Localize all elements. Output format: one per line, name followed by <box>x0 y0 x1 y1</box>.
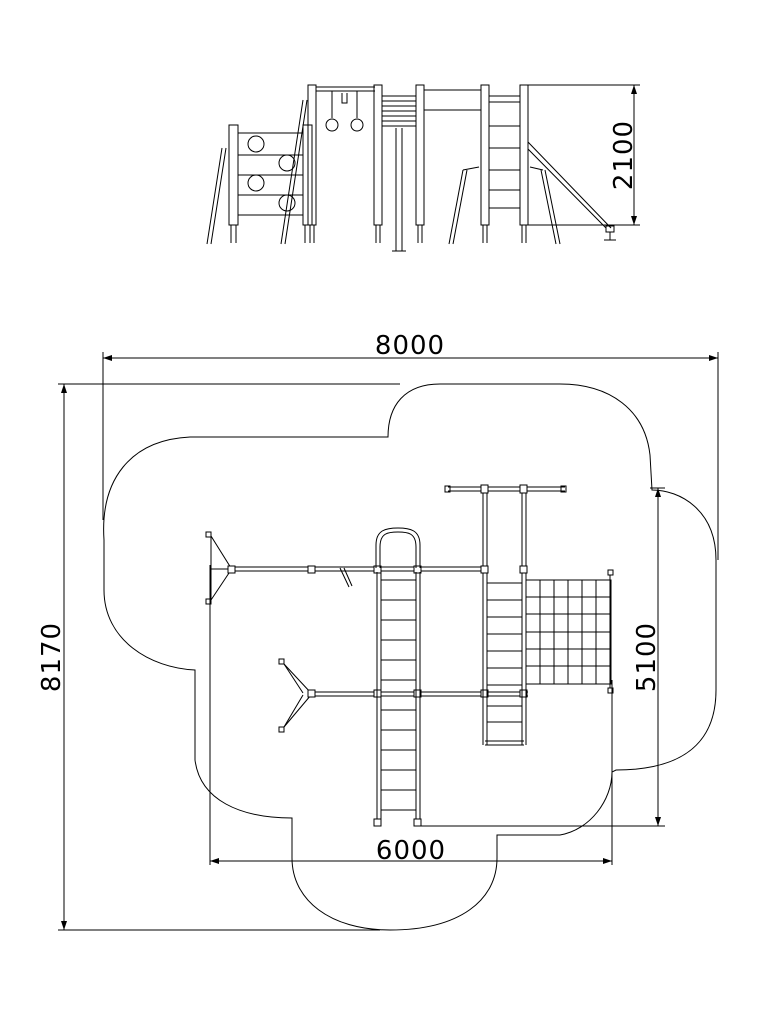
rings-frame <box>307 84 375 243</box>
elevation-height-label: 2100 <box>609 120 639 190</box>
safety-zone-outline <box>103 383 717 931</box>
overall-depth-dimension: 8170 <box>37 383 400 931</box>
tripod-brace-top <box>205 531 232 605</box>
ring-left <box>325 118 339 132</box>
climbing-net <box>525 569 614 694</box>
tripod-brace-bottom <box>278 658 312 733</box>
tower-ladder <box>482 565 528 746</box>
elevation-view <box>206 84 616 252</box>
climbing-wall-panel <box>228 124 313 243</box>
overall-depth-label: 8170 <box>37 622 67 692</box>
top-rail <box>444 484 567 566</box>
wall-brace <box>280 99 304 245</box>
ladder-tower <box>480 84 529 243</box>
horizontal-ladder <box>373 527 422 827</box>
center-tower <box>373 84 425 252</box>
equipment-width-label: 6000 <box>376 836 446 866</box>
a-frame-leg-left <box>462 166 480 171</box>
ring-right <box>350 118 364 132</box>
equipment-depth-dimension: 5100 <box>632 488 662 826</box>
left-brace <box>206 147 223 245</box>
equipment-depth-label: 5100 <box>632 622 662 692</box>
equipment-width-dimension: 6000 <box>210 836 612 866</box>
overall-width-label: 8000 <box>375 331 445 361</box>
diagonal-pole <box>527 141 612 229</box>
a-frame-leg-right <box>529 166 544 171</box>
equipment-footprint <box>209 487 665 865</box>
overall-width-dimension: 8000 <box>102 331 719 560</box>
elevation-height-dimension: 2100 <box>528 84 640 226</box>
plan-view <box>205 484 614 827</box>
